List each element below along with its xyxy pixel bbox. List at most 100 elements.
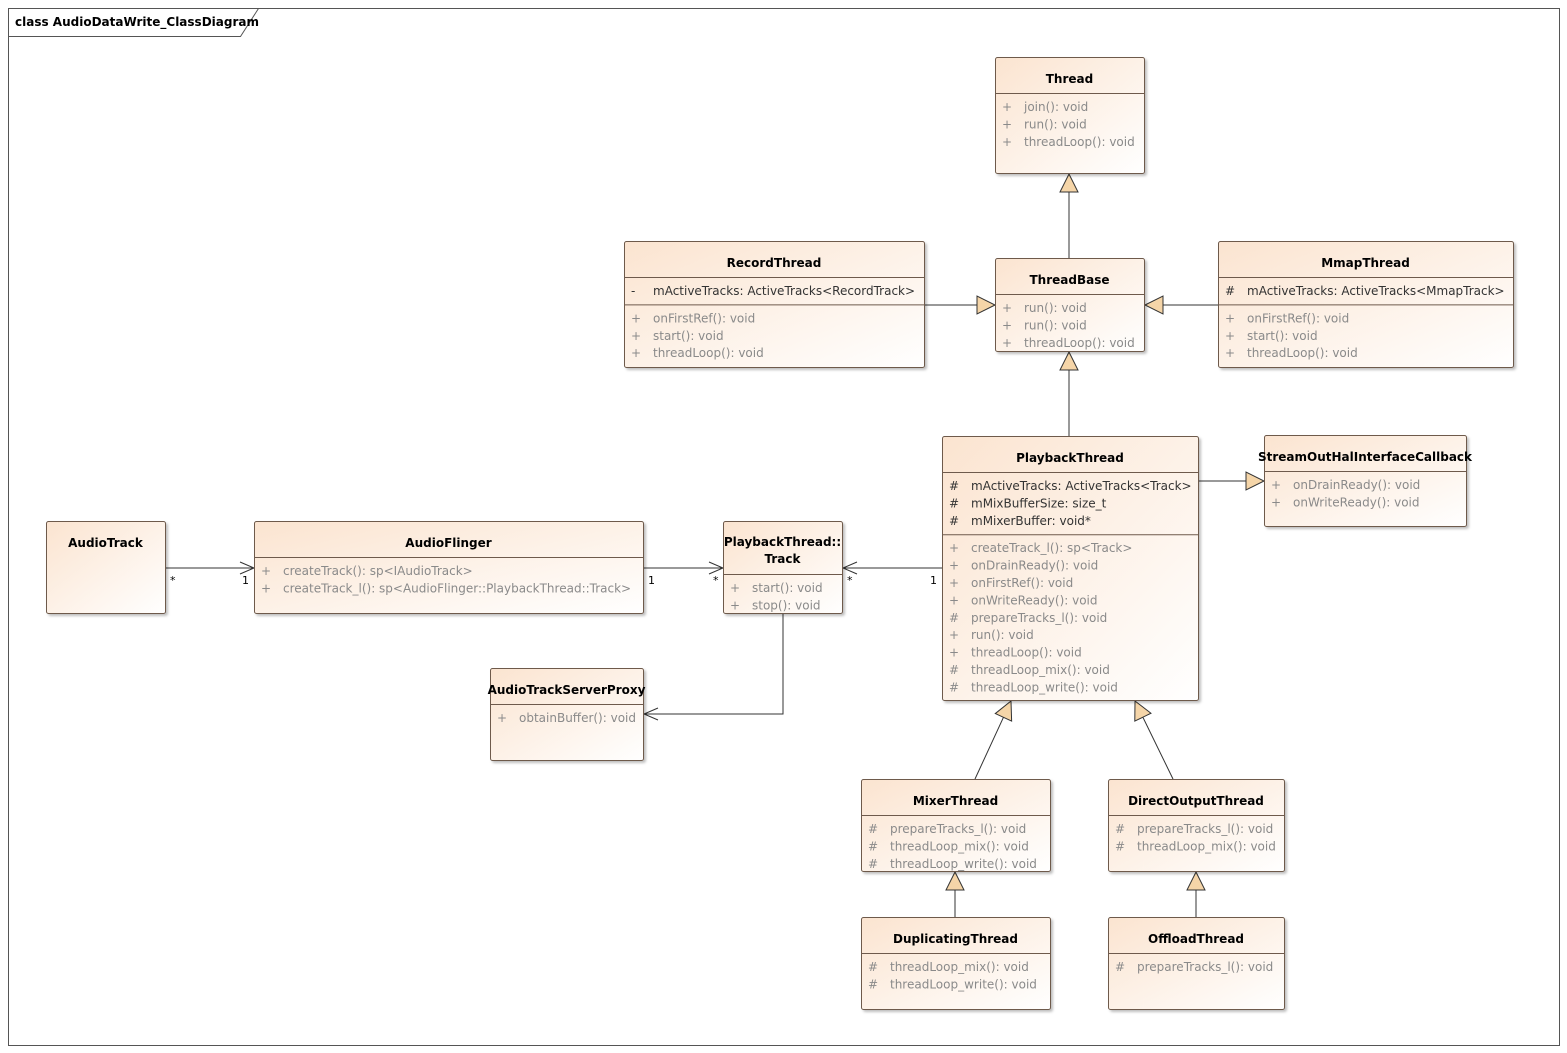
class-thread[interactable]: Thread+join(): void+run(): void+threadLo… [995, 57, 1145, 174]
operation: threadLoop(): void [653, 346, 764, 360]
generalization-offloadthread-to-directoutputthread [1186, 870, 1206, 917]
attribute: mMixerBuffer: void* [971, 514, 1091, 528]
visibility-marker: + [730, 581, 740, 595]
visibility-marker: - [631, 284, 635, 298]
target-multiplicity: 1 [242, 574, 249, 587]
operation: threadLoop_mix(): void [1137, 839, 1276, 853]
class-name: Track [765, 552, 802, 566]
class-name: DirectOutputThread [1128, 794, 1264, 808]
class-box [254, 521, 644, 614]
visibility-marker: # [868, 977, 878, 991]
operation: run(): void [1024, 117, 1087, 131]
operation: onFirstRef(): void [971, 576, 1073, 590]
operation: start(): void [653, 329, 724, 343]
class-box [1264, 435, 1467, 527]
visibility-marker: # [1115, 960, 1125, 974]
visibility-marker: # [949, 514, 959, 528]
class-duplicatingthread[interactable]: DuplicatingThread#threadLoop_mix(): void… [861, 917, 1051, 1010]
operation: createTrack(): sp<IAudioTrack> [283, 564, 473, 578]
operation: threadLoop(): void [1024, 336, 1135, 350]
visibility-marker: # [1115, 822, 1125, 836]
attribute: mMixBufferSize: size_t [971, 496, 1107, 510]
class-name: MmapThread [1321, 256, 1410, 270]
operation: prepareTracks_l(): void [890, 822, 1026, 836]
class-audiotrack[interactable]: AudioTrack [46, 521, 166, 614]
visibility-marker: + [261, 581, 271, 595]
classes-layer: Thread+join(): void+run(): void+threadLo… [46, 57, 1514, 1010]
class-name: StreamOutHalInterfaceCallback [1258, 450, 1473, 464]
operation: createTrack_l(): sp<Track> [971, 541, 1132, 555]
relation-line [1142, 716, 1174, 780]
operation: prepareTracks_l(): void [1137, 960, 1273, 974]
class-name: MixerThread [913, 794, 998, 808]
visibility-marker: + [1271, 495, 1281, 509]
visibility-marker: + [1002, 318, 1012, 332]
visibility-marker: # [868, 960, 878, 974]
class-box [723, 521, 843, 614]
visibility-marker: + [1002, 135, 1012, 149]
visibility-marker: + [1002, 301, 1012, 315]
generalization-arrowhead [1059, 350, 1079, 371]
class-box [995, 258, 1145, 352]
class-streamouthalinterfacecallback[interactable]: StreamOutHalInterfaceCallback+onDrainRea… [1258, 435, 1473, 527]
class-mmapthread[interactable]: MmapThread#mActiveTracks: ActiveTracks<M… [1218, 241, 1514, 368]
operation: threadLoop(): void [971, 646, 1082, 660]
visibility-marker: + [949, 646, 959, 660]
target-multiplicity: * [713, 574, 719, 587]
diagram-frame: class AudioDataWrite_ClassDiagram [8, 8, 1560, 1046]
class-audioflinger[interactable]: AudioFlinger+createTrack(): sp<IAudioTra… [254, 521, 644, 614]
visibility-marker: + [949, 541, 959, 555]
class-name: Thread [1046, 72, 1093, 86]
class-box [1108, 779, 1285, 872]
association-track-to-audiotrackserverproxy [642, 613, 784, 721]
visibility-marker: # [949, 496, 959, 510]
attribute: mActiveTracks: ActiveTracks<MmapTrack> [1247, 284, 1505, 298]
frame-title: class AudioDataWrite_ClassDiagram [15, 15, 259, 30]
attribute: mActiveTracks: ActiveTracks<RecordTrack> [653, 284, 915, 298]
class-offloadthread[interactable]: OffloadThread#prepareTracks_l(): void [1108, 917, 1285, 1010]
class-playbackthread[interactable]: PlaybackThread # mActiveTracks: ActiveTrac… [942, 436, 1199, 701]
source-multiplicity: * [170, 574, 176, 587]
operation: run(): void [1024, 301, 1087, 315]
visibility-marker: # [868, 839, 878, 853]
operation: start(): void [752, 581, 823, 595]
class-track[interactable]: PlaybackThread::Track+start(): void+stop… [723, 521, 843, 614]
visibility-marker: + [949, 593, 959, 607]
visibility-marker: # [1115, 839, 1125, 853]
operation: run(): void [971, 628, 1034, 642]
operation: threadLoop(): void [1247, 346, 1358, 360]
class-mixerthread[interactable]: MixerThread # prepareTracks_l(): void # thre… [861, 779, 1051, 872]
operation: obtainBuffer(): void [519, 711, 636, 725]
association-audiotrack-to-audioflinger: *1 [165, 561, 256, 587]
class-name: PlaybackThread [1016, 451, 1124, 465]
association-audioflinger-to-track: 1* [643, 561, 725, 587]
generalization-arrowhead [1143, 295, 1164, 315]
generalization-arrowhead [945, 870, 965, 891]
operation: onFirstRef(): void [1247, 311, 1349, 325]
visibility-marker: + [949, 576, 959, 590]
visibility-marker: # [868, 822, 878, 836]
class-box [942, 436, 1199, 701]
operation: threadLoop_mix(): void [971, 663, 1110, 677]
visibility-marker: + [1225, 311, 1235, 325]
class-directoutputthread[interactable]: DirectOutputThread#prepareTracks_l(): vo… [1108, 779, 1285, 872]
generalization-mixerthread-to-playbackthread [974, 699, 1013, 780]
visibility-marker: + [949, 628, 959, 642]
class-threadbase[interactable]: ThreadBase+run(): void+run(): void+threa… [995, 258, 1145, 352]
operation: prepareTracks_l(): void [1137, 822, 1273, 836]
visibility-marker: # [949, 611, 959, 625]
visibility-marker: + [1225, 346, 1235, 360]
operation: threadLoop(): void [1024, 135, 1135, 149]
class-recordthread[interactable]: RecordThread - mActiveTracks: ActiveTracks… [624, 241, 925, 368]
operation: threadLoop_write(): void [890, 857, 1037, 871]
attribute: mActiveTracks: ActiveTracks<Track> [971, 479, 1192, 493]
class-box [995, 57, 1145, 174]
operation: start(): void [1247, 329, 1318, 343]
class-audiotrackserverproxy[interactable]: AudioTrackServerProxy+obtainBuffer(): vo… [488, 668, 646, 761]
association-playbackthread-to-track: 1* [841, 561, 942, 587]
class-name: DuplicatingThread [893, 932, 1018, 946]
visibility-marker: + [1002, 117, 1012, 131]
operation: onFirstRef(): void [653, 311, 755, 325]
class-name: RecordThread [727, 256, 822, 270]
